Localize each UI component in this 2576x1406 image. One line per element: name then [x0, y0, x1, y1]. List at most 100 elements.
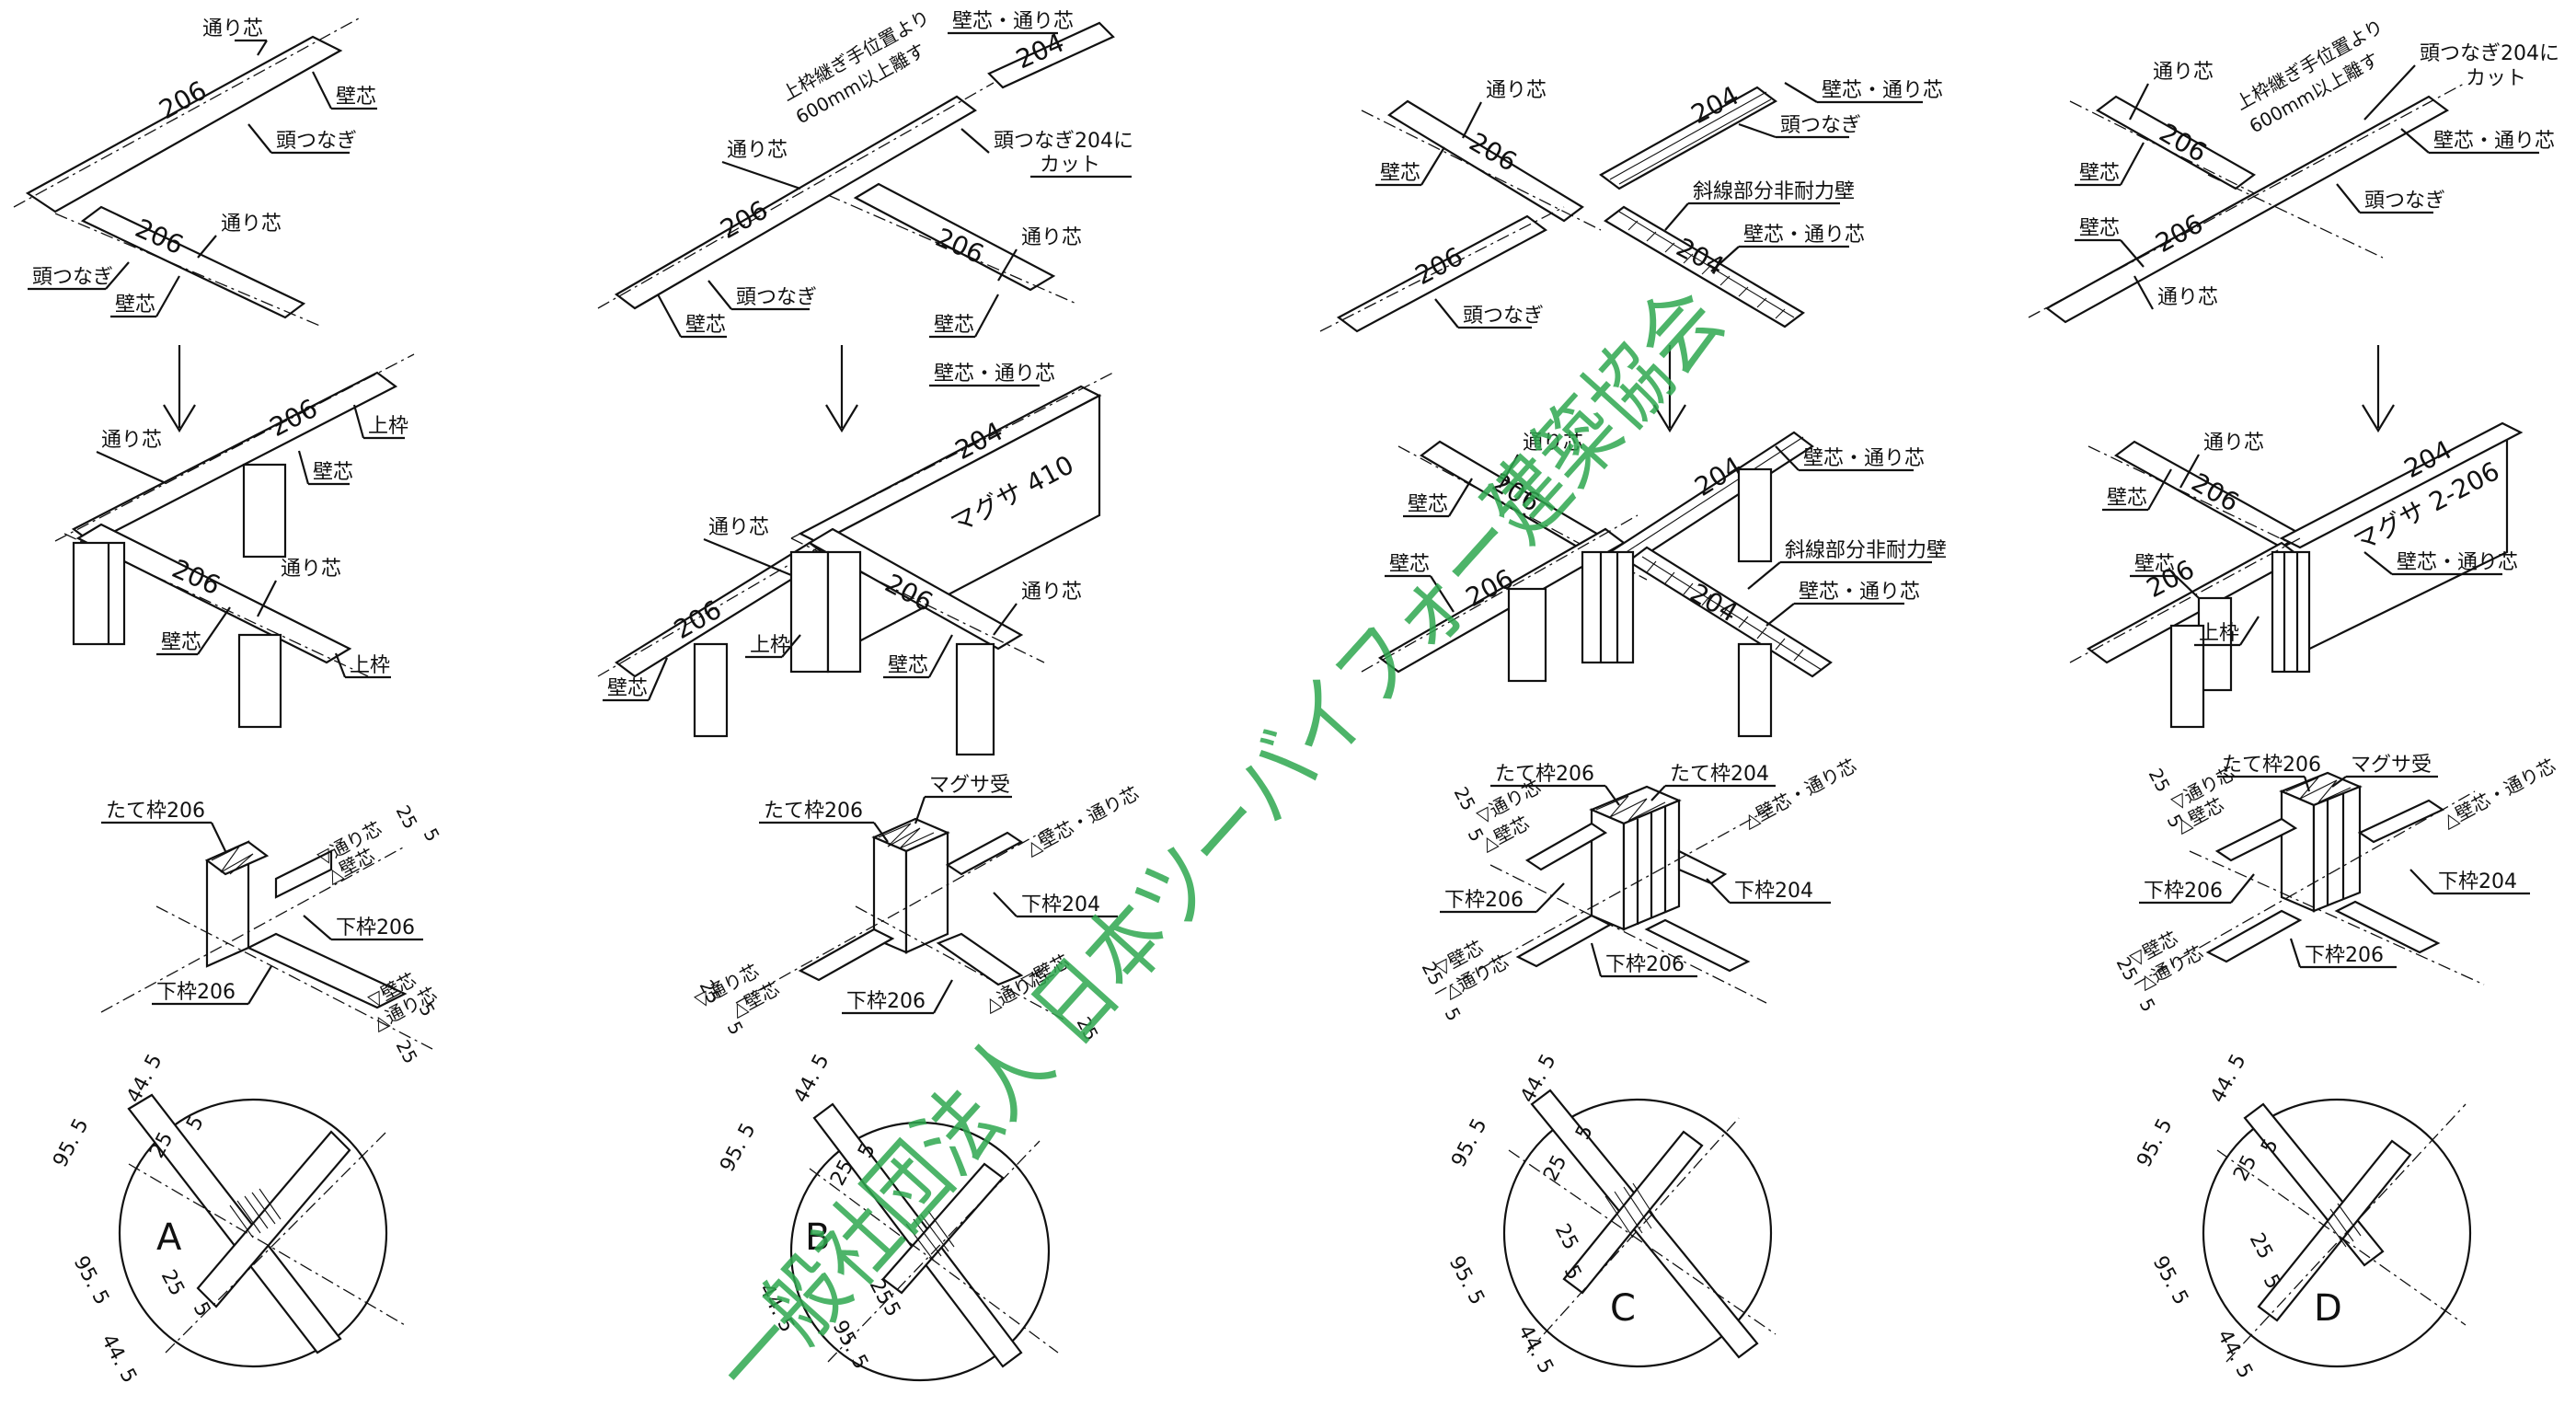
label-kabe-toori: 壁芯・通り芯 [2433, 130, 2555, 153]
label-shitawaku206: 下枠206 [1444, 889, 1524, 912]
drawing-line [259, 1188, 282, 1220]
label-uwawaku: 上枠 [2199, 622, 2239, 645]
stud-member [826, 550, 862, 674]
drawing-line [247, 965, 272, 1005]
drawing-line [100, 846, 406, 1013]
drawing-line [1646, 231, 1657, 242]
drawing-line [155, 905, 433, 1050]
lumber-member [2044, 95, 2450, 324]
drawing-line [2120, 142, 2145, 186]
dim-95-5: 95. 5 [1444, 1252, 1489, 1308]
drawing-line [1775, 308, 1786, 319]
stud-member [72, 541, 126, 646]
label-toori: 通り芯 [1021, 226, 1082, 249]
drawing-line [1462, 101, 1482, 139]
panel-d-plate-detail: たて枠206 マグサ受 △壁芯・通り芯 下枠204 下枠206 下枠206 ▽通… [2112, 754, 2559, 1016]
dim-95-5: 95. 5 [1447, 1115, 1491, 1171]
drawing-element [1609, 91, 1772, 185]
panel-c-assembled: 206 206 204 204 通り芯 壁芯 壁芯・通り芯 [1361, 431, 1947, 738]
label-cut-204-b: カット [1040, 154, 1100, 177]
stud-member [2169, 624, 2205, 729]
label-uwawaku: 上枠 [350, 654, 390, 677]
dim-44-5: 44. 5 [789, 1051, 834, 1107]
plan-circle [789, 1121, 1051, 1382]
drawing-line [1747, 561, 1781, 590]
label-kabe-toori: 壁芯・通り芯 [934, 363, 1055, 386]
drawing-line [1618, 98, 1772, 185]
drawing-line [1319, 206, 1565, 332]
drawing-line [1646, 560, 1657, 573]
dim-25: 25 [2245, 1229, 2277, 1262]
drawing-line [790, 537, 1045, 663]
drawing-line [2337, 1203, 2362, 1237]
label-kabe: 壁芯 [607, 677, 648, 700]
drawing-element [1641, 556, 1823, 671]
lumber-member [2279, 421, 2524, 549]
label-kabe-toori: 壁芯・通り芯 [1822, 79, 1943, 102]
dim-25: 25 [1550, 1220, 1582, 1253]
dim-95-5: 95. 5 [49, 1115, 93, 1171]
panel-b-top-exploded: 204 206 206 上枠継ぎ手位置より 600mm以上離す 壁芯・通り芯 頭… [597, 6, 1133, 339]
label-shitawaku204: 下枠204 [1021, 893, 1100, 916]
label-kabe: 壁芯 [2079, 217, 2120, 240]
drawing-line [211, 822, 226, 852]
panel-b-assembled: 204 マグサ 410 206 206 壁芯・通り芯 通り芯 通り芯 上枠 壁芯… [597, 363, 1114, 756]
arrow-down-icon [825, 345, 858, 433]
panel-label-c: C [1610, 1287, 1636, 1330]
arrow-down-icon [1653, 345, 1686, 433]
label-toori: 通り芯 [101, 429, 162, 452]
drawing-line [1508, 1149, 1777, 1335]
drawing-line [1609, 91, 1767, 180]
drawing-line [2133, 275, 2154, 310]
drawing-line [2363, 64, 2416, 121]
drawing-line [1434, 298, 1459, 328]
label-toori: 通り芯 [708, 516, 769, 539]
panel-label-d: D [2314, 1287, 2342, 1330]
drawing-line [105, 261, 130, 290]
drawing-line [1719, 605, 1731, 617]
label-toori: 通り芯 [727, 139, 788, 162]
drawing-line [1604, 1195, 1634, 1239]
drawing-line [1756, 297, 1767, 308]
label-toori: 通り芯 [1523, 432, 1583, 455]
drawing-line [2239, 616, 2260, 646]
panel-c-plate-detail: たて枠206 たて枠204 △壁芯・通り芯 下枠204 下枠206 下枠206 … [1418, 755, 1860, 1025]
drawing-line [2189, 850, 2485, 985]
lumber-member [853, 182, 1056, 292]
drawing-line [721, 160, 801, 190]
dim-25: 25 [392, 1036, 422, 1067]
panel-a-assembled: 206 206 通り芯 壁芯 上枠 通り芯 壁芯 上枠 [54, 353, 415, 729]
label-maguza-uke: マグサ受 [929, 774, 1010, 797]
arrow-down-icon [163, 345, 196, 433]
stud-member [1737, 467, 1773, 563]
drawing-line [1683, 253, 1694, 264]
stud-member [789, 550, 830, 674]
drawing-line [1604, 785, 1620, 806]
lumber-member [204, 840, 270, 876]
label-kabe: 壁芯 [1389, 553, 1430, 576]
drawing-line [155, 275, 180, 317]
label-kabe-toori: 壁芯・通り芯 [1799, 581, 1920, 604]
lumber-member [812, 1102, 1023, 1368]
stud-member [693, 642, 729, 738]
drawing-line [197, 235, 217, 259]
drawing-line [334, 652, 347, 678]
drawing-line [2087, 445, 2319, 558]
label-maguza-uke: マグサ受 [2351, 754, 2432, 777]
drawing-line [933, 979, 953, 1014]
drawing-line [2322, 1214, 2347, 1248]
label-toori: 通り芯 [2203, 432, 2264, 455]
drawing-line [1641, 556, 1823, 671]
drawing-line [914, 796, 926, 824]
label-shitawaku206: 下枠206 [1605, 953, 1685, 976]
drawing-line [1775, 445, 1800, 471]
lumber-member [80, 205, 306, 319]
stud-member [242, 463, 287, 559]
drawing-line [197, 606, 231, 655]
lumber-member [2312, 785, 2362, 913]
leader-line [211, 846, 254, 875]
drawing-line [2028, 82, 2467, 318]
label-kabe-toori: 壁芯・通り芯 [952, 10, 1074, 33]
drawing-line [993, 892, 1018, 917]
